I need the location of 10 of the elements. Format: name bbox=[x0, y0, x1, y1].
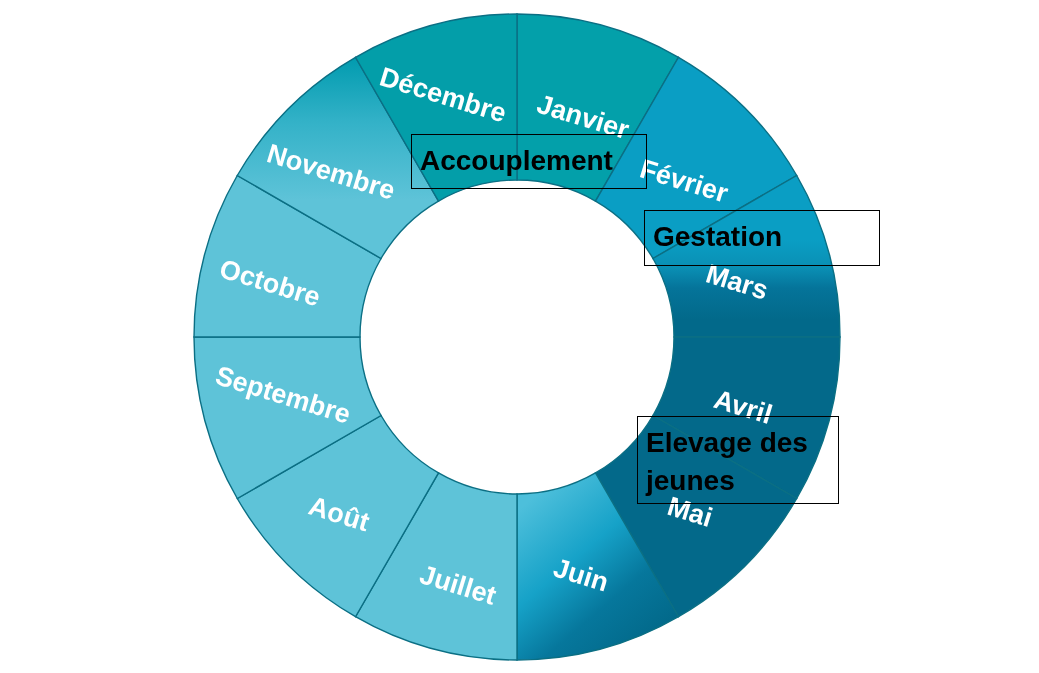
phase-box bbox=[644, 210, 880, 266]
month-label: Juin bbox=[550, 552, 612, 598]
month-label: Janvier bbox=[533, 88, 633, 146]
month-label: Mars bbox=[702, 258, 772, 306]
phase-label: Accouplement bbox=[420, 144, 614, 178]
month-label: Juillet bbox=[416, 559, 500, 611]
month-label: Octobre bbox=[216, 253, 324, 313]
month-label: Août bbox=[305, 490, 373, 538]
month-label: Février bbox=[636, 153, 732, 209]
phase-label: Gestation bbox=[653, 220, 784, 254]
